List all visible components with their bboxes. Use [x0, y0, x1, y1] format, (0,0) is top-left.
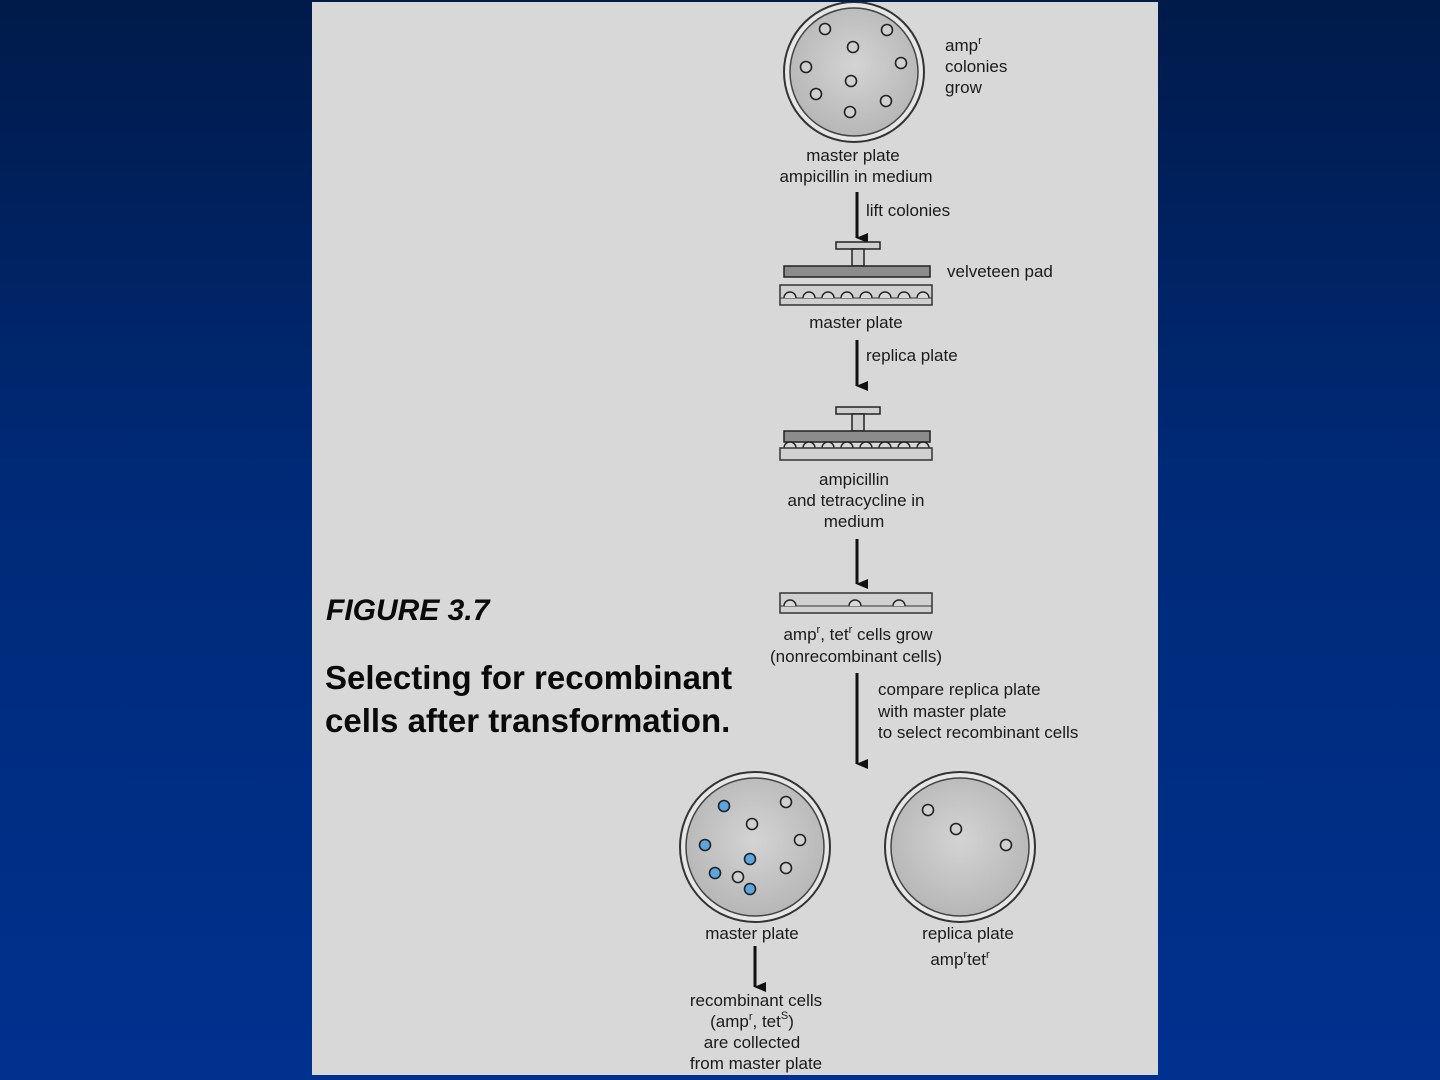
colony — [859, 291, 873, 299]
nonrecombinant-cells-label: (nonrecombinant cells) — [770, 647, 942, 666]
colony — [859, 441, 873, 449]
colony — [878, 441, 892, 449]
ampr-tetr-label: amprtetr — [930, 949, 990, 969]
are-collected-label: are collected — [704, 1033, 800, 1052]
compare-line-2: with master plate — [877, 702, 1007, 721]
colony — [717, 799, 731, 813]
colony — [698, 838, 712, 852]
figure-number: FIGURE 3.7 — [326, 594, 490, 627]
colony — [783, 599, 797, 607]
replica-side-colonies — [783, 599, 906, 607]
colony — [878, 291, 892, 299]
ampicillin-in-medium-label: ampicillin in medium — [779, 167, 932, 186]
ampicillin-label: ampicillin — [819, 470, 889, 489]
figure-title: Selecting for recombinant cells after tr… — [325, 659, 733, 739]
top-master-plate — [783, 2, 925, 143]
colony — [897, 441, 911, 449]
final-replica-plate — [884, 771, 1036, 923]
colony — [818, 22, 832, 36]
colony — [892, 599, 906, 607]
final-master-colonies — [698, 795, 807, 896]
top-plate-colonies — [799, 22, 908, 119]
transferred-colonies — [783, 441, 930, 449]
colony — [743, 852, 757, 866]
replica-plate-step-label: replica plate — [866, 346, 958, 365]
compare-line-1: compare replica plate — [878, 680, 1041, 699]
colony — [843, 105, 857, 119]
recombinant-cells-label: recombinant cells — [690, 991, 822, 1010]
colony — [916, 441, 930, 449]
colony — [779, 795, 793, 809]
colony — [799, 60, 813, 74]
from-master-plate-label: from master plate — [690, 1054, 822, 1073]
colony — [783, 441, 797, 449]
final-replica-colonies — [921, 803, 1013, 852]
colony — [897, 291, 911, 299]
colony — [783, 291, 797, 299]
final-master-plate — [679, 771, 831, 923]
velveteen-pad-on-replica — [779, 406, 933, 461]
master-plate-label: master plate — [806, 146, 900, 165]
colony — [821, 441, 835, 449]
final-master-plate-label: master plate — [705, 924, 799, 943]
ampr-colonies-grow-label: ampr — [945, 35, 982, 55]
colony — [846, 40, 860, 54]
side-view-colonies — [783, 291, 930, 299]
colony — [743, 882, 757, 896]
colony — [921, 803, 935, 817]
colony — [809, 87, 823, 101]
colony — [879, 94, 893, 108]
colony — [745, 817, 759, 831]
colony — [708, 866, 722, 880]
final-replica-plate-label: replica plate — [922, 924, 1014, 943]
recombinant-genotype-label: (ampr, tetS) — [710, 1010, 794, 1031]
figure-panel: FIGURE 3.7 Selecting for recombinant cel… — [312, 2, 1158, 1075]
colony — [916, 291, 930, 299]
velveteen-pad-label: velveteen pad — [947, 262, 1053, 281]
replica-plating-diagram: ampr colonies grow master plate ampicill… — [679, 2, 1078, 1073]
and-tetracycline-label: and tetracycline in — [787, 491, 924, 510]
colony — [840, 291, 854, 299]
colony — [848, 599, 862, 607]
compare-line-3: to select recombinant cells — [878, 723, 1078, 742]
colony — [793, 833, 807, 847]
colony — [731, 870, 745, 884]
lift-colonies-label: lift colonies — [866, 201, 950, 220]
colony — [779, 861, 793, 875]
medium-label: medium — [824, 512, 884, 531]
colony — [880, 23, 894, 37]
master-plate-side-label: master plate — [809, 313, 903, 332]
colony — [802, 441, 816, 449]
replica-plate-side-view — [779, 592, 933, 614]
velveteen-pad-stamp — [783, 241, 931, 278]
grow-label: grow — [945, 78, 983, 97]
colony — [840, 441, 854, 449]
colony — [949, 822, 963, 836]
colony — [821, 291, 835, 299]
colony — [999, 838, 1013, 852]
colonies-label: colonies — [945, 57, 1007, 76]
colony — [802, 291, 816, 299]
nonrecombinant-cells-grow-label: ampr, tetr cells grow — [783, 624, 933, 644]
colony — [844, 74, 858, 88]
colony — [894, 56, 908, 70]
master-plate-side-view — [779, 284, 933, 306]
